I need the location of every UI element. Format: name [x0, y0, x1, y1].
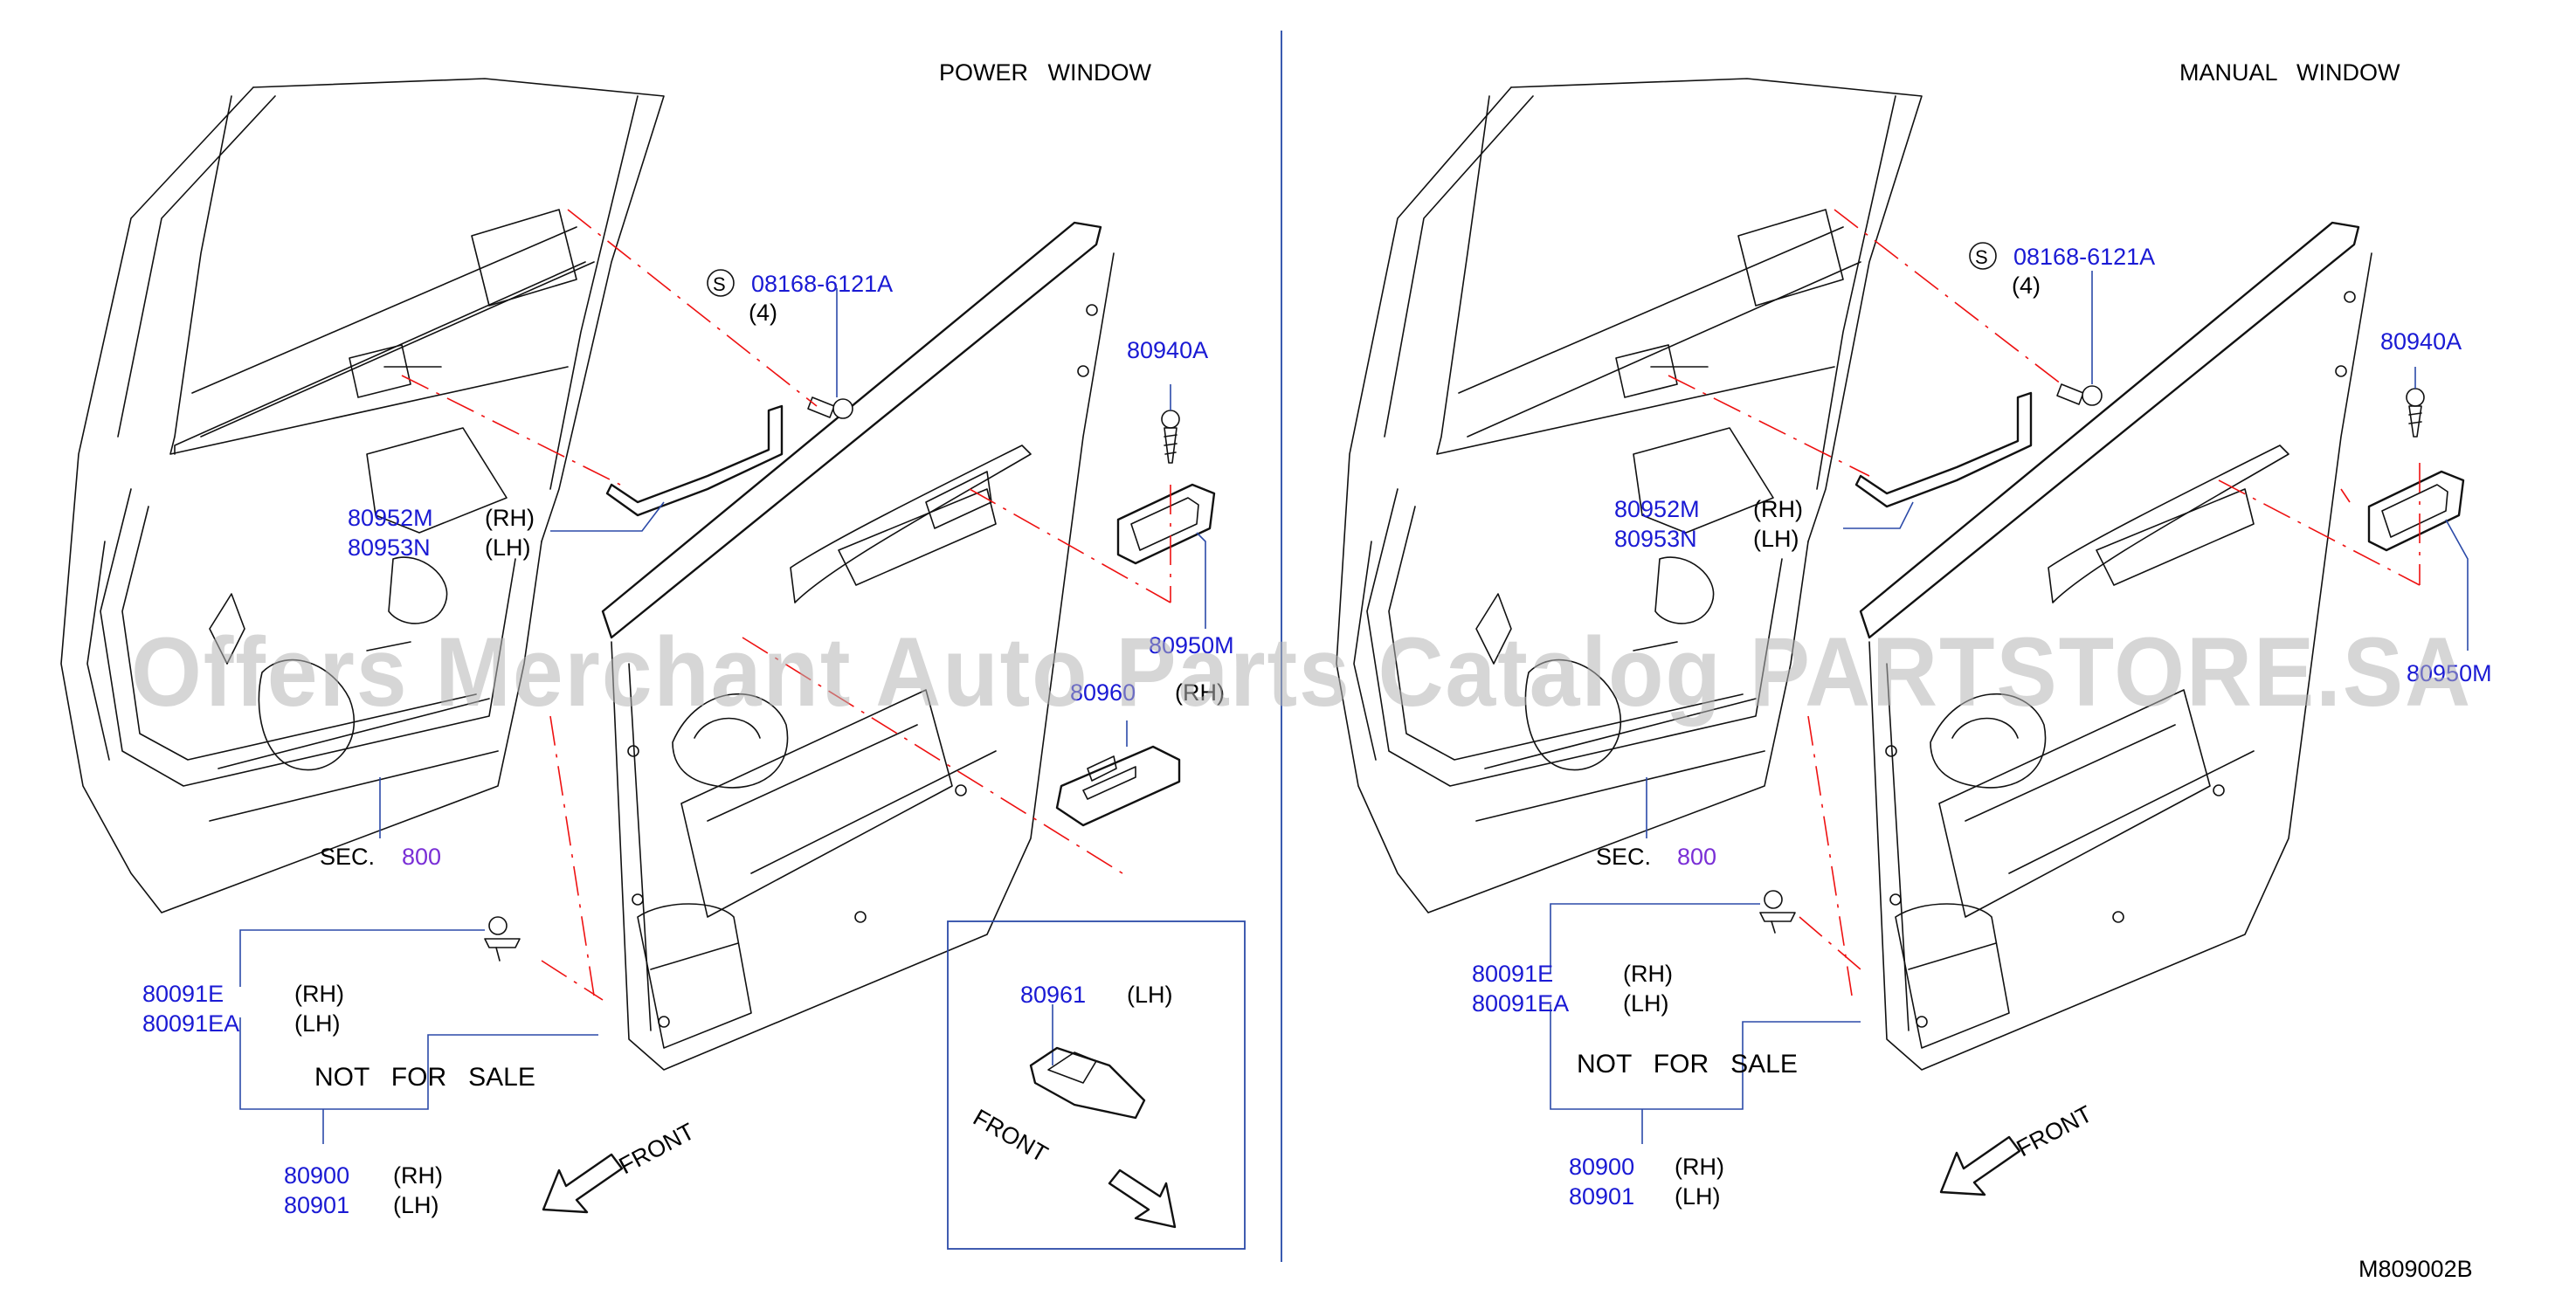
trim-lh-part-number-manual[interactable]: 80901	[1569, 1183, 1634, 1210]
clip-80940a-drawing-manual	[2406, 388, 2425, 438]
trim-rh-part-number-manual[interactable]: 80900	[1569, 1154, 1634, 1180]
watermark: Offers Merchant Auto Parts Catalog PARTS…	[131, 617, 2472, 727]
trim-rh-side-manual: (RH)	[1675, 1154, 1724, 1180]
bracket-lh-part-number-manual[interactable]: 80953N	[1614, 526, 1697, 552]
power-window-panel: POWER WINDOW S 08168-6121A (4) 80940A 80…	[60, 59, 1246, 1250]
switch-80960-part-number[interactable]: 80960	[1070, 679, 1136, 706]
trim-rh-part-number[interactable]: 80900	[284, 1162, 349, 1189]
door-trim-panel-drawing	[601, 221, 1115, 1071]
trim-lh-side-manual: (LH)	[1675, 1183, 1721, 1210]
inset-switch-80961-part-number[interactable]: 80961	[1020, 982, 1086, 1008]
bracket-lh-side-manual: (LH)	[1753, 526, 1799, 552]
front-arrow-icon-manual	[1939, 1135, 2021, 1196]
clip-lh-side: (LH)	[294, 1010, 341, 1037]
centerlines-manual	[1668, 209, 2421, 996]
finisher-80950m-part-number[interactable]: 80950M	[1149, 632, 1234, 658]
screw-drawing	[807, 396, 853, 419]
trim-lh-part-number[interactable]: 80901	[284, 1192, 349, 1218]
clip-80091e-drawing	[484, 916, 521, 962]
section-label-manual: SEC.	[1596, 844, 1651, 870]
clip-lh-side-manual: (LH)	[1623, 990, 1669, 1017]
bracket-drawing	[605, 404, 784, 517]
leader-lines	[239, 288, 1206, 1144]
screw-symbol-manual: S	[1975, 246, 1988, 268]
clip-rh-side: (RH)	[294, 981, 344, 1007]
bracket-lh-side: (LH)	[485, 534, 531, 561]
bracket-rh-side-manual: (RH)	[1753, 496, 1803, 522]
inset-box	[947, 920, 1246, 1250]
not-for-sale-label-manual: NOT FOR SALE	[1577, 1050, 1798, 1079]
bracket-rh-part-number-manual[interactable]: 80952M	[1614, 496, 1700, 522]
not-for-sale-label: NOT FOR SALE	[314, 1063, 535, 1092]
finisher-80950m-drawing	[1116, 483, 1216, 565]
front-label-manual: FRONT	[2013, 1100, 2096, 1162]
screw-quantity: (4)	[749, 300, 777, 326]
clip-rh-part-number-manual[interactable]: 80091E	[1472, 961, 1553, 987]
screw-quantity-manual: (4)	[2012, 272, 2041, 299]
clip-80940a-part-number-manual[interactable]: 80940A	[2380, 328, 2462, 355]
panel-title-power: POWER WINDOW	[939, 59, 1151, 86]
front-arrow-icon	[542, 1153, 624, 1214]
inset-front-label: FRONT	[969, 1104, 1053, 1167]
clip-lh-part-number[interactable]: 80091EA	[142, 1010, 239, 1037]
inset-switch-80961-side: (LH)	[1127, 982, 1173, 1008]
manual-window-panel: MANUAL WINDOW S 08168-6121A (4) 80940A 8…	[1336, 59, 2492, 1210]
inset-front-arrow-icon	[1108, 1168, 1177, 1229]
finisher-80950m-drawing-manual	[2367, 470, 2465, 552]
bracket-rh-part-number[interactable]: 80952M	[348, 505, 433, 531]
leader-lines-manual	[1550, 271, 2469, 1144]
door-trim-panel-drawing-manual	[1859, 221, 2372, 1071]
screw-symbol-circle-icon	[707, 269, 735, 297]
switch-80960-side: (RH)	[1175, 679, 1225, 706]
clip-rh-part-number[interactable]: 80091E	[142, 981, 224, 1007]
clip-80940a-drawing	[1161, 410, 1180, 464]
door-shell-drawing-manual	[1336, 78, 1923, 913]
switch-80961-drawing	[1029, 1046, 1146, 1120]
clip-rh-side-manual: (RH)	[1623, 961, 1673, 987]
bracket-lh-part-number[interactable]: 80953N	[348, 534, 431, 561]
clip-lh-part-number-manual[interactable]: 80091EA	[1472, 990, 1569, 1017]
clip-80091e-drawing-manual	[1759, 890, 1796, 934]
centerlines	[401, 209, 1171, 1001]
bracket-rh-side: (RH)	[485, 505, 535, 531]
door-shell-drawing	[60, 78, 665, 913]
screw-part-number[interactable]: 08168-6121A	[751, 271, 893, 297]
panel-title-manual: MANUAL WINDOW	[2179, 59, 2400, 86]
screw-part-number-manual[interactable]: 08168-6121A	[2013, 244, 2155, 270]
front-label: FRONT	[615, 1118, 699, 1179]
finisher-80950m-part-number-manual[interactable]: 80950M	[2407, 660, 2492, 686]
section-label: SEC.	[320, 844, 375, 870]
trim-rh-side: (RH)	[393, 1162, 443, 1189]
diagram-code: M809002B	[2358, 1256, 2473, 1282]
switch-80960-drawing	[1055, 745, 1181, 827]
screw-symbol: S	[713, 273, 726, 295]
trim-lh-side: (LH)	[393, 1192, 439, 1218]
section-number-manual[interactable]: 800	[1677, 844, 1716, 870]
clip-80940a-part-number[interactable]: 80940A	[1127, 337, 1208, 363]
screw-symbol-circle-icon-manual	[1969, 242, 1997, 270]
bracket-drawing-manual	[1854, 391, 2033, 508]
section-number[interactable]: 800	[402, 844, 441, 870]
screw-drawing-manual	[2056, 383, 2103, 406]
